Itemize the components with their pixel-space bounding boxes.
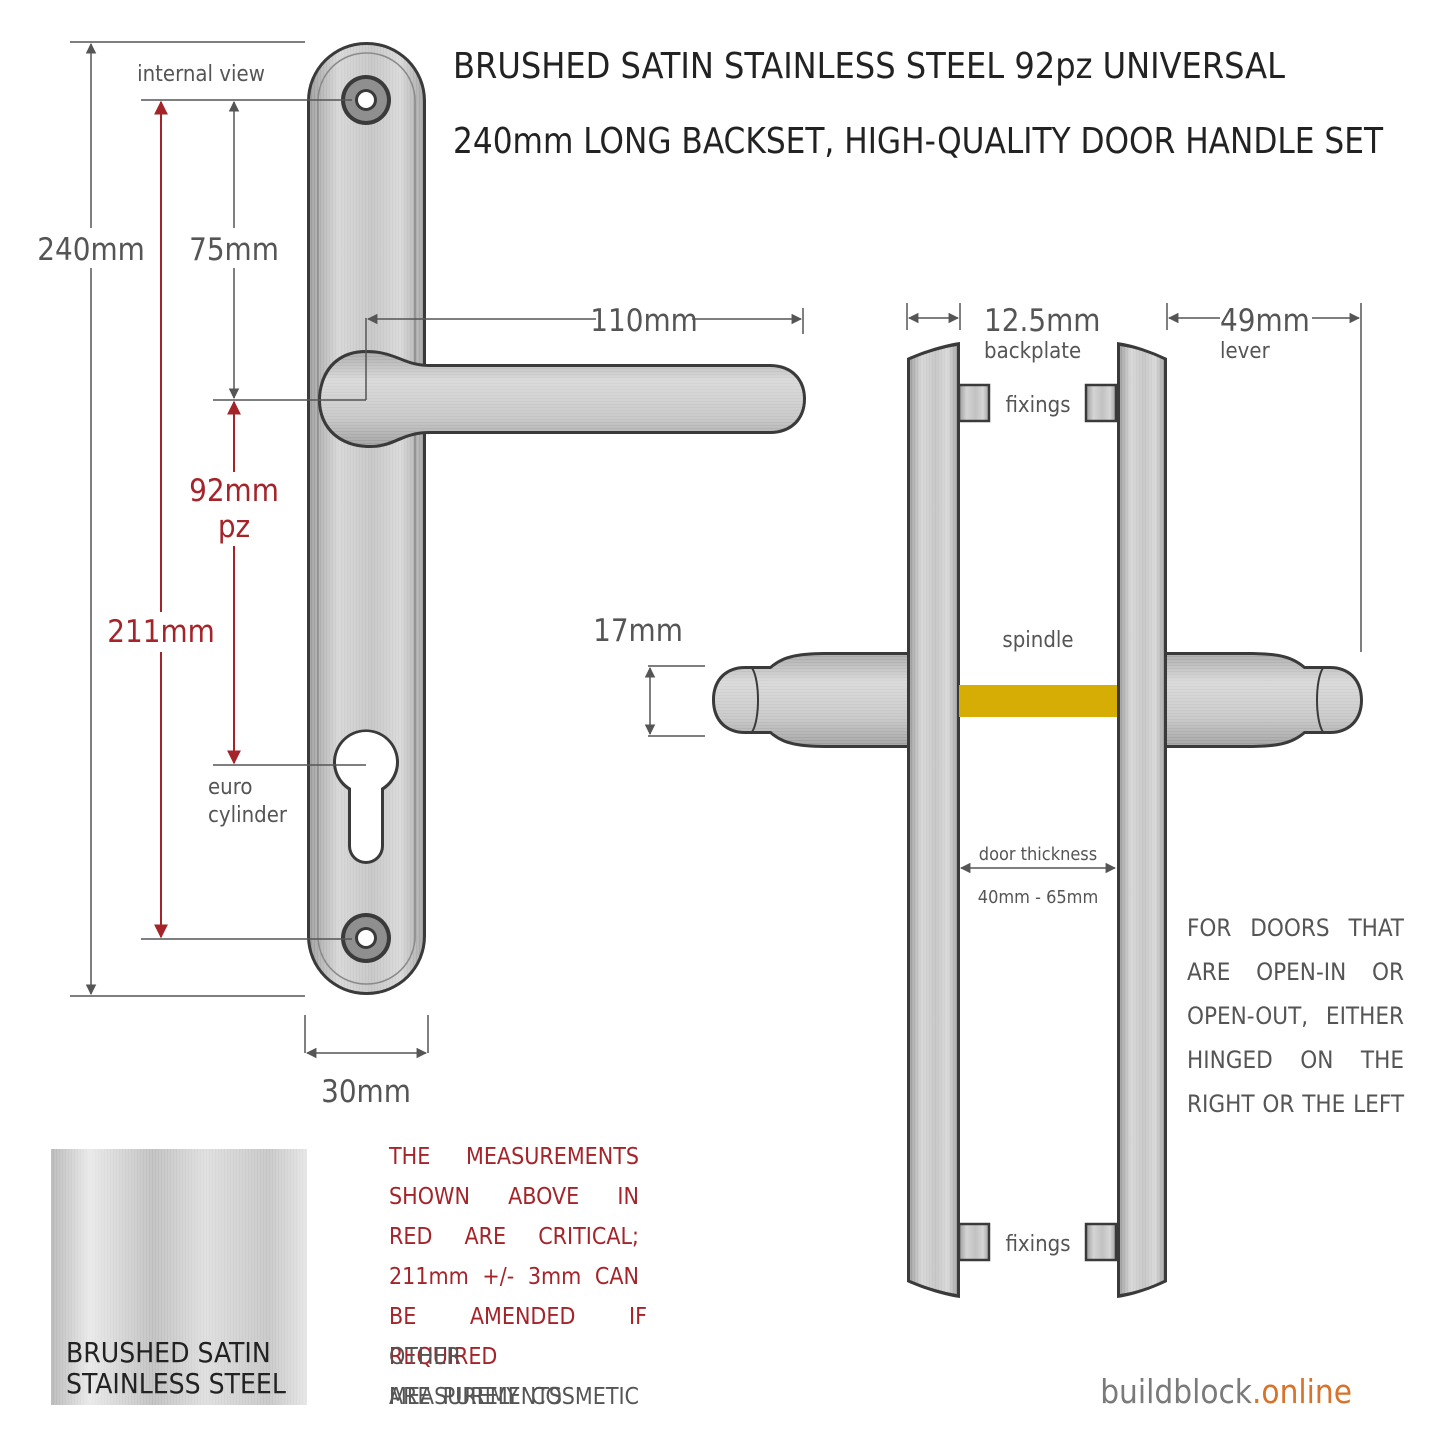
side-view: 12.5mm backplate 49mm lever fixings fixi…: [593, 300, 1363, 1298]
title-line-1: BRUSHED SATIN STAINLESS STEEL 92pz UNIVE…: [453, 46, 1285, 87]
plate-width-label: 30mm: [321, 1074, 411, 1110]
door-thickness-range-label: 40mm - 65mm: [978, 887, 1098, 908]
lever-length-label: 110mm: [590, 303, 698, 339]
backplate-value-label: 12.5mm: [984, 303, 1100, 339]
side-left-backplate: [907, 342, 960, 1298]
lever-value-label: 49mm: [1220, 303, 1310, 339]
side-right-grip: [1165, 652, 1363, 748]
brand-logo: buildblock.online: [1100, 1372, 1352, 1411]
door-note-line: HINGED ON THE: [1187, 1046, 1404, 1074]
measurement-note: THE MEASUREMENTS SHOWN ABOVE IN RED ARE …: [389, 1137, 647, 1417]
door-note-line: FOR DOORS THAT: [1187, 914, 1404, 942]
grip-diameter-label: 17mm: [593, 613, 683, 649]
critical-note-line: 211mm +/- 3mm CAN: [389, 1264, 639, 1290]
brand-tld: .online: [1252, 1372, 1352, 1411]
brand-name: buildblock: [1100, 1372, 1253, 1411]
front-view: internal view 240mm 75mm 110mm 92mm pz 2…: [37, 41, 806, 1110]
side-right-backplate: [1117, 342, 1167, 1298]
total-length-label: 240mm: [37, 232, 145, 268]
cosmetic-note-line: ARE PURELY COSMETIC: [389, 1384, 639, 1410]
door-orientation-note: FOR DOORS THAT ARE OPEN-IN OR OPEN-OUT, …: [1187, 906, 1404, 1126]
pz-value-label: 92mm: [189, 473, 279, 509]
swatch-label-2: STAINLESS STEEL: [66, 1367, 286, 1400]
side-left-grip: [712, 652, 910, 748]
title-line-2: 240mm LONG BACKSET, HIGH-QUALITY DOOR HA…: [453, 121, 1383, 162]
backplate-label: backplate: [984, 339, 1081, 364]
bottom-screw-icon: [341, 913, 391, 963]
internal-view-label: internal view: [137, 62, 265, 87]
front-extension-lines: [70, 41, 804, 1053]
fixings-top-label: fixings: [1005, 393, 1070, 418]
pz-unit-label: pz: [218, 509, 250, 545]
door-note-line: OPEN-OUT, EITHER: [1187, 1002, 1404, 1030]
door-note-line: ARE OPEN-IN OR: [1187, 958, 1404, 986]
top-screw-icon: [341, 75, 391, 125]
top-to-lever-label: 75mm: [189, 232, 279, 268]
cosmetic-note-line: OTHER MEASUREMENTS: [389, 1344, 562, 1410]
front-lever-handle: [318, 350, 806, 448]
critical-note-line: THE MEASUREMENTS: [389, 1144, 639, 1170]
critical-note-line: BE AMENDED IF REQUIRED: [389, 1304, 647, 1370]
critical-note-line: SHOWN ABOVE IN: [389, 1184, 639, 1210]
side-extension-lines: [648, 303, 1362, 737]
door-note-line: RIGHT OR THE LEFT: [1187, 1090, 1404, 1118]
material-swatch: BRUSHED SATIN STAINLESS STEEL: [51, 1149, 307, 1405]
door-thickness-label: door thickness: [979, 844, 1097, 865]
fixing-studs: [957, 383, 1118, 1262]
fixing-centres-label: 211mm: [107, 614, 215, 650]
spindle-bar: [959, 685, 1117, 717]
spindle-label: spindle: [1002, 628, 1073, 653]
euro-cylinder-label-1: euro: [208, 775, 252, 800]
fixings-bottom-label: fixings: [1005, 1232, 1070, 1257]
euro-cylinder-label-2: cylinder: [208, 803, 288, 828]
swatch-label-1: BRUSHED SATIN: [66, 1336, 271, 1369]
lever-label: lever: [1220, 339, 1271, 364]
critical-note-line: RED ARE CRITICAL;: [389, 1224, 639, 1250]
